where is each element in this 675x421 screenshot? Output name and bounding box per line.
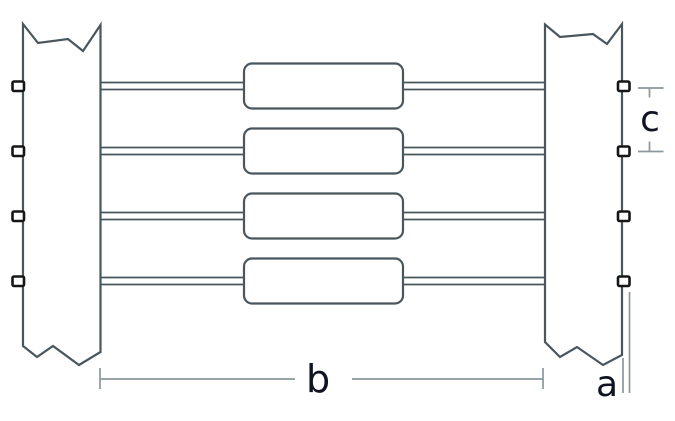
right-post-outline — [543, 20, 624, 367]
inline-component — [242, 257, 405, 305]
dimension-b-line — [99, 368, 544, 389]
post-clip — [11, 80, 26, 93]
post-clips — [11, 80, 631, 288]
dimension-b-label: b — [306, 357, 330, 401]
post-clip — [616, 145, 631, 158]
post-clip — [616, 210, 631, 223]
dimension-c-label: c — [640, 99, 660, 140]
post-clip — [616, 275, 631, 288]
left-post-outline — [21, 20, 102, 367]
dimension-a-label: a — [596, 364, 618, 405]
dimension-c-line — [638, 87, 664, 153]
wire — [100, 211, 545, 221]
inline-components — [242, 62, 405, 305]
post-clip — [11, 145, 26, 158]
inline-component — [242, 192, 405, 240]
wire — [100, 81, 545, 91]
inline-component — [242, 127, 405, 175]
wire — [100, 146, 545, 156]
dimension-lines — [99, 87, 664, 393]
wires — [100, 81, 545, 286]
posts — [21, 20, 624, 367]
post-clip — [11, 275, 26, 288]
post-clip — [11, 210, 26, 223]
post-clip — [616, 80, 631, 93]
inline-component — [242, 62, 405, 110]
dimension-a-line — [622, 292, 631, 393]
wire — [100, 276, 545, 286]
